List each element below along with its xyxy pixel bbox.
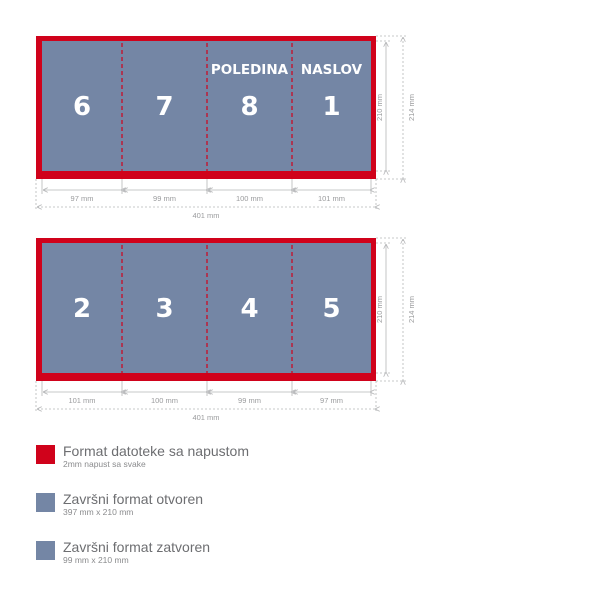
panel-width-label: 101 mm xyxy=(318,194,345,203)
panel-width-label: 101 mm xyxy=(68,396,95,405)
trifold-layout-diagram: 6 7 8 POLEDINA 1 NASLOV 97 mm 99 mm 100 mm 101 mm… xyxy=(35,35,416,422)
open-format-color-swatch xyxy=(36,493,55,512)
legend-subtitle: 99 mm x 210 mm xyxy=(63,555,129,565)
panel-number: 7 xyxy=(155,92,173,122)
outer-side-layout: 6 7 8 POLEDINA 1 NASLOV 97 mm 99 mm 100 mm 101 mm… xyxy=(35,35,416,220)
inner-side-layout: 2 3 4 5 101 mm 100 mm 99 mm 97 mm 401 mm 210 mm 21… xyxy=(35,237,416,422)
total-width-label: 401 mm xyxy=(192,211,219,220)
panel-width-label: 100 mm xyxy=(236,194,263,203)
panel-number: 1 xyxy=(322,92,340,122)
legend-title: Završni format otvoren xyxy=(63,491,204,507)
bleed-color-swatch xyxy=(36,445,55,464)
legend-subtitle: 2mm napust sa svake xyxy=(63,459,146,469)
panel-number: 2 xyxy=(73,294,91,324)
panel-label: POLEDINA xyxy=(211,62,289,78)
panel-width-label: 100 mm xyxy=(151,396,178,405)
inner-height-label: 210 mm xyxy=(375,94,384,121)
outer-height-label: 214 mm xyxy=(407,296,416,323)
outer-height-label: 214 mm xyxy=(407,94,416,121)
legend-subtitle: 397 mm x 210 mm xyxy=(63,507,134,517)
panel-number: 8 xyxy=(240,92,258,122)
panel-number: 4 xyxy=(240,294,258,324)
inner-height-label: 210 mm xyxy=(375,296,384,323)
closed-format-color-swatch xyxy=(36,541,55,560)
total-width-label: 401 mm xyxy=(192,413,219,422)
panel-number: 5 xyxy=(322,294,340,324)
panel-width-label: 97 mm xyxy=(71,194,94,203)
panel-number: 6 xyxy=(73,92,91,122)
legend-title: Završni format zatvoren xyxy=(63,539,211,555)
panel-width-label: 99 mm xyxy=(153,194,176,203)
panel-label: NASLOV xyxy=(301,62,363,78)
panel-width-label: 99 mm xyxy=(238,396,261,405)
legend-title: Format datoteke sa napustom xyxy=(63,443,249,459)
panel-number: 3 xyxy=(155,294,173,324)
panel-width-label: 97 mm xyxy=(320,396,343,405)
